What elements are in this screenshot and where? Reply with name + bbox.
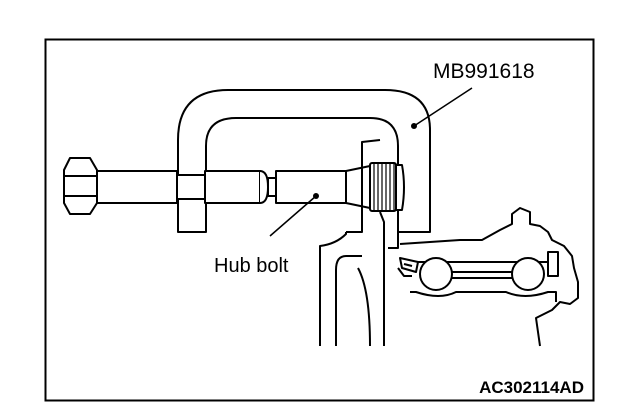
special-tool-clamp — [177, 89, 431, 233]
hub-knuckle-body — [319, 139, 399, 347]
bearing-assembly — [397, 207, 579, 347]
knurl-hatching — [373, 164, 395, 210]
part-leader-dot — [313, 193, 319, 199]
tool-leader-line — [413, 87, 473, 127]
leader-lines — [269, 87, 473, 237]
figure-frame — [44, 38, 595, 402]
figure-code: AC302114AD — [479, 378, 584, 397]
part-label: Hub bolt — [214, 255, 289, 277]
tool-label: MB991618 — [433, 60, 535, 83]
tool-leader-dot — [411, 123, 417, 129]
hub-bolt — [63, 157, 405, 215]
part-leader-line — [269, 195, 317, 237]
